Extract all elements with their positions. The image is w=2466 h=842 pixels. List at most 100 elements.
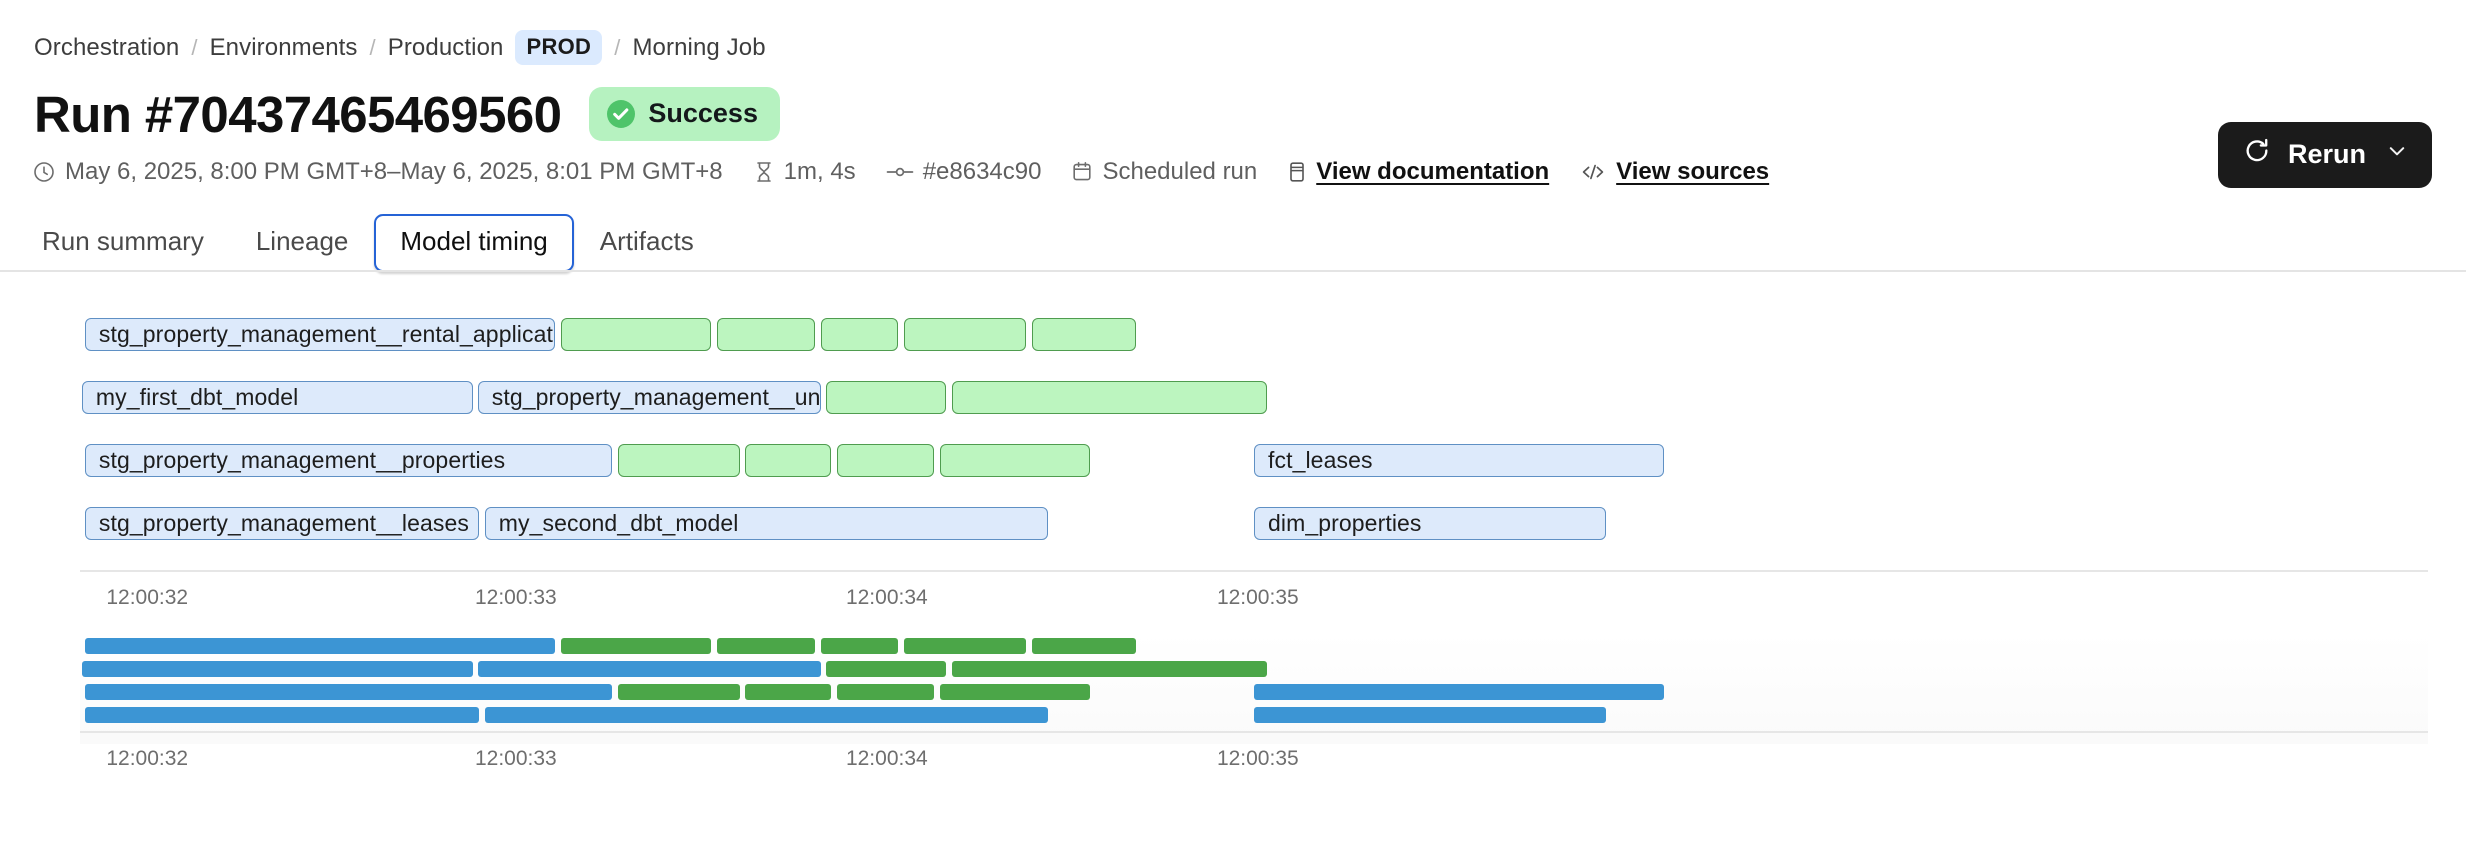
breadcrumb-item-orchestration[interactable]: Orchestration <box>34 33 180 61</box>
gantt-bar-stg-property-management--rental-applications[interactable]: stg_property_management__rental_applicat… <box>84 317 555 351</box>
refresh-icon <box>2243 137 2271 172</box>
minimap-bar[interactable] <box>951 660 1268 677</box>
rerun-button[interactable]: Rerun <box>2217 122 2432 188</box>
tab-artifacts[interactable]: Artifacts <box>599 226 694 256</box>
breadcrumb-separator: / <box>191 34 198 60</box>
breadcrumb: Orchestration / Environments / Productio… <box>0 0 2466 65</box>
gantt-bar-test[interactable] <box>561 317 711 351</box>
gantt-bar-test[interactable] <box>821 317 899 351</box>
meta-documentation[interactable]: View documentation <box>1287 158 1549 186</box>
gantt-lane: stg_property_management__rental_applicat… <box>0 317 2466 351</box>
gantt-lane: my_first_dbt_model stg_property_managemen… <box>0 380 2466 414</box>
gantt-bar-test[interactable] <box>826 380 946 414</box>
axis-tick-label: 12:00:32 <box>106 585 189 609</box>
gantt-bar-test[interactable] <box>1031 317 1136 351</box>
minimap-bar[interactable] <box>84 683 613 700</box>
breadcrumb-item-morning-job[interactable]: Morning Job <box>632 33 766 61</box>
breadcrumb-env-chip-prod[interactable]: PROD <box>515 30 603 65</box>
gantt-bar-label: fct_leases <box>1268 446 1373 473</box>
gantt-bar-test[interactable] <box>717 317 816 351</box>
minimap-bar[interactable] <box>617 683 740 700</box>
git-commit-icon <box>886 160 914 184</box>
minimap-lane-list <box>0 637 2466 723</box>
meta-timerange-label: May 6, 2025, 8:00 PM GMT+8–May 6, 2025, … <box>65 158 723 185</box>
gantt-bar-label: stg_property_management__rental_applicat… <box>98 320 555 347</box>
code-icon <box>1579 160 1607 184</box>
gantt-bar-stg-property-management--properties[interactable]: stg_property_management__properties <box>84 443 613 477</box>
gantt-bar-fct-leases[interactable]: fct_leases <box>1254 443 1665 477</box>
gantt-bar-label: stg_property_management__units <box>491 383 821 410</box>
breadcrumb-item-production[interactable]: Production <box>387 33 504 61</box>
minimap-lane <box>0 637 2466 654</box>
gantt-bar-test[interactable] <box>745 443 832 477</box>
gantt-bar-test[interactable] <box>939 443 1091 477</box>
gantt-bar-label: my_first_dbt_model <box>95 383 299 410</box>
minimap-axis-tick-label: 12:00:32 <box>106 746 189 770</box>
rerun-button-label: Rerun <box>2287 139 2366 169</box>
gantt-bar-stg-property-management--leases[interactable]: stg_property_management__leases <box>84 506 479 540</box>
gantt-bar-test[interactable] <box>904 317 1026 351</box>
tab-bar: Run summary Lineage Model timing Artifac… <box>0 186 2466 272</box>
tab-model-timing[interactable]: Model timing <box>374 214 574 272</box>
minimap-bar[interactable] <box>81 660 473 677</box>
meta-commit: #e8634c90 <box>886 158 1042 186</box>
book-icon <box>1287 160 1307 184</box>
clock-icon <box>32 160 56 184</box>
minimap-axis-tick-label: 12:00:34 <box>845 746 928 770</box>
meta-duration-label: 1m, 4s <box>783 158 856 185</box>
meta-commit-label: #e8634c90 <box>922 158 1042 185</box>
meta-trigger-label: Scheduled run <box>1102 158 1258 185</box>
tab-bar-underline <box>0 269 2466 272</box>
minimap-bar[interactable] <box>84 706 479 723</box>
minimap-bar[interactable] <box>1031 637 1136 654</box>
minimap-bar[interactable] <box>836 683 935 700</box>
gantt-bar-test[interactable] <box>951 380 1268 414</box>
minimap-bar[interactable] <box>561 637 711 654</box>
minimap-bar[interactable] <box>1254 683 1665 700</box>
run-meta-row: May 6, 2025, 8:00 PM GMT+8–May 6, 2025, … <box>0 141 2466 186</box>
title-row: Run #70437465469560 Success <box>0 65 2466 141</box>
minimap-axis-tick-label: 12:00:35 <box>1216 746 1299 770</box>
gantt-lane: stg_property_management__properties fct_l… <box>0 443 2466 477</box>
tab-run-summary[interactable]: Run summary <box>42 226 204 256</box>
view-sources-link[interactable]: View sources <box>1616 158 1770 185</box>
gantt-lane: stg_property_management__leases my_second… <box>0 506 2466 540</box>
meta-duration: 1m, 4s <box>753 158 856 186</box>
gantt-bar-label: stg_property_management__leases <box>98 509 469 536</box>
calendar-icon <box>1071 160 1093 184</box>
minimap-bar[interactable] <box>484 706 1049 723</box>
page-title: Run #70437465469560 <box>34 85 562 143</box>
tab-lineage[interactable]: Lineage <box>255 226 349 256</box>
gantt-bar-label: dim_properties <box>1268 509 1422 536</box>
minimap-bar[interactable] <box>821 637 899 654</box>
gantt-bar-my-second-dbt-model[interactable]: my_second_dbt_model <box>484 506 1049 540</box>
minimap-bar[interactable] <box>84 637 555 654</box>
minimap-bar[interactable] <box>745 683 832 700</box>
gantt-bar-stg-property-management--units[interactable]: stg_property_management__units <box>477 380 821 414</box>
minimap-bar[interactable] <box>717 637 816 654</box>
gantt-bar-dim-properties[interactable]: dim_properties <box>1254 506 1606 540</box>
gantt-bar-my-first-dbt-model[interactable]: my_first_dbt_model <box>81 380 473 414</box>
meta-sources[interactable]: View sources <box>1579 158 1769 186</box>
minimap-bar[interactable] <box>826 660 946 677</box>
gantt-bar-label: stg_property_management__properties <box>98 446 506 473</box>
gantt-bar-label: my_second_dbt_model <box>498 509 739 536</box>
gantt-bar-test[interactable] <box>617 443 740 477</box>
axis-line <box>80 569 2428 572</box>
minimap-bar[interactable] <box>939 683 1091 700</box>
breadcrumb-item-environments[interactable]: Environments <box>209 33 358 61</box>
minimap-lane <box>0 683 2466 700</box>
gantt-bar-test[interactable] <box>836 443 935 477</box>
status-badge-label: Success <box>648 98 758 128</box>
view-documentation-link[interactable]: View documentation <box>1316 158 1550 185</box>
minimap-bar[interactable] <box>904 637 1026 654</box>
minimap-bar[interactable] <box>477 660 821 677</box>
minimap-bar[interactable] <box>1254 706 1606 723</box>
axis-tick-label: 12:00:34 <box>845 585 928 609</box>
chevron-down-icon[interactable] <box>2385 139 2409 170</box>
hourglass-icon <box>753 160 775 184</box>
minimap-lane <box>0 706 2466 723</box>
